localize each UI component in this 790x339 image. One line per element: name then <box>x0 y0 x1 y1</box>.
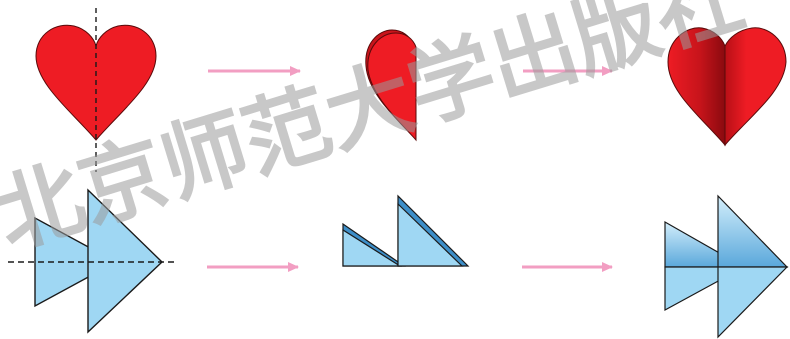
heart-row <box>35 8 787 172</box>
folded-large-triangle <box>397 202 464 267</box>
folded-small-triangle <box>342 228 403 267</box>
triangle-row <box>8 188 789 339</box>
3d-large-triangle-top <box>717 194 789 268</box>
large-triangle <box>87 188 164 334</box>
small-triangle <box>34 216 118 308</box>
heart-3d-left <box>667 27 726 147</box>
3d-large-triangle-bottom <box>717 266 789 339</box>
heart-folded-half <box>367 32 417 142</box>
heart-3d-right <box>724 27 787 147</box>
